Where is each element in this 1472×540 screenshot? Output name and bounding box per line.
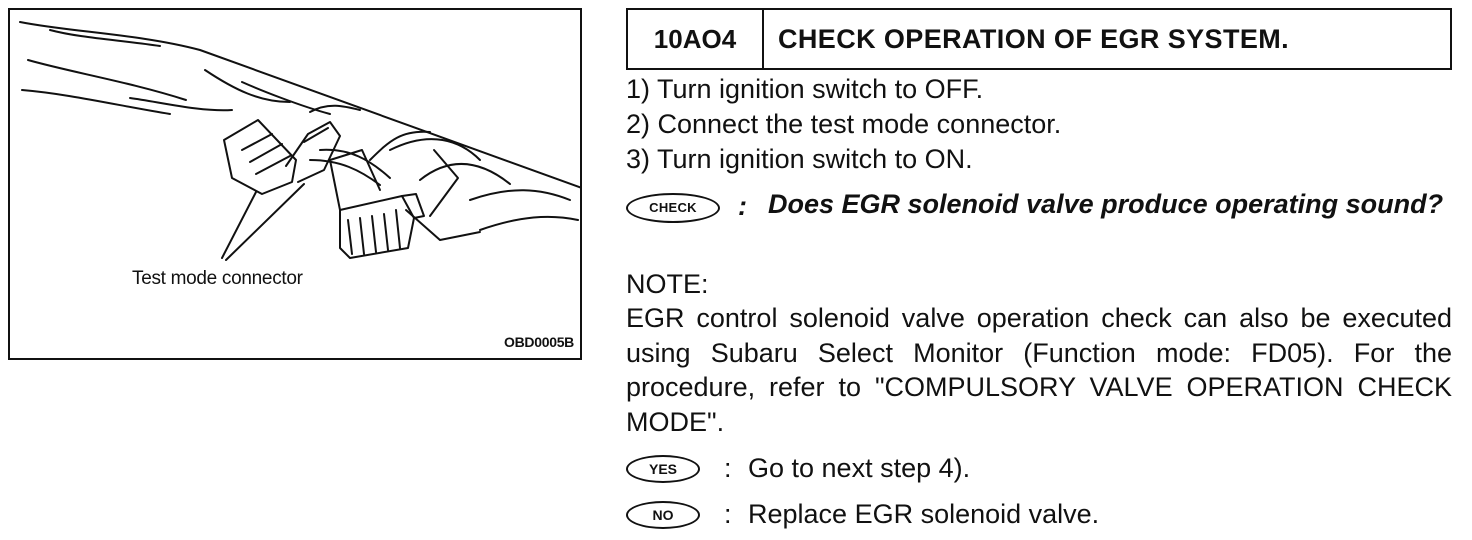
illustration-panel: Test mode connector OBD0005B xyxy=(8,8,582,360)
no-colon: : xyxy=(724,499,732,529)
check-question: Does EGR solenoid valve produce operatin… xyxy=(768,189,1444,219)
instruction-2: 2) Connect the test mode connector. xyxy=(626,109,1062,139)
yes-badge: YES xyxy=(626,455,700,483)
no-badge: NO xyxy=(626,501,700,529)
check-row: CHECK : Does EGR solenoid valve produce … xyxy=(626,185,1452,257)
step-title: CHECK OPERATION OF EGR SYSTEM. xyxy=(778,23,1290,54)
check-badge: CHECK xyxy=(626,193,720,223)
note-label: NOTE: xyxy=(626,269,709,299)
answer-yes: YES : Go to next step 4). xyxy=(626,447,1452,491)
instruction-3: 3) Turn ignition switch to ON. xyxy=(626,144,973,174)
answer-no: NO : Replace EGR solenoid valve. xyxy=(626,493,1452,537)
check-colon: : xyxy=(738,191,747,221)
instruction-1: 1) Turn ignition switch to OFF. xyxy=(626,74,984,104)
step-content: 1) Turn ignition switch to OFF. 2) Conne… xyxy=(626,72,1452,537)
figure-code: OBD0005B xyxy=(504,334,574,350)
yes-colon: : xyxy=(724,453,732,483)
note-text: EGR control solenoid valve operation che… xyxy=(626,303,1452,437)
no-text: Replace EGR solenoid valve. xyxy=(748,499,1100,529)
engine-connector-illustration xyxy=(19,21,580,261)
step-id: 10AO4 xyxy=(628,10,764,68)
step-header: 10AO4 CHECK OPERATION OF EGR SYSTEM. xyxy=(626,8,1452,70)
yes-text: Go to next step 4). xyxy=(748,453,971,483)
figure-caption: Test mode connector xyxy=(132,268,303,289)
